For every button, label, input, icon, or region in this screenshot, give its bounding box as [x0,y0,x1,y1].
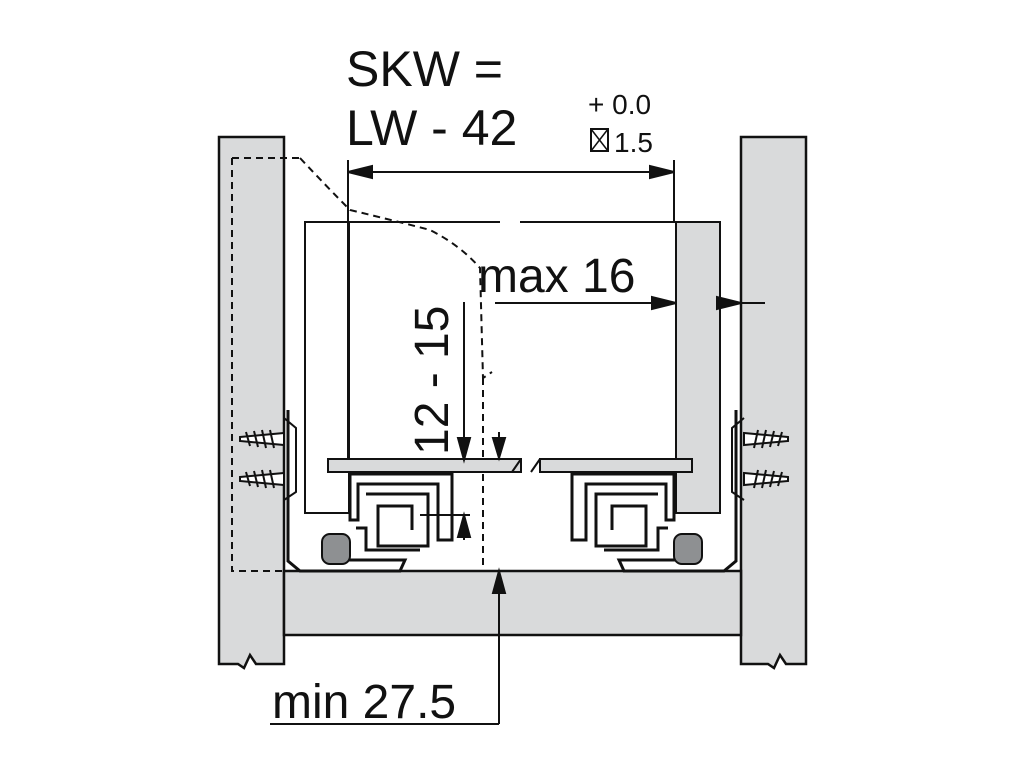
left-runner-profile [286,410,454,573]
drawer-bottom-plate [327,458,693,473]
left-cabinet-panel [217,135,286,670]
right-screw-icon [731,417,789,501]
max-clearance-label: max 16 [478,250,635,303]
left-screw-icon [239,417,297,501]
tolerance-lower: 1.5 [614,127,653,158]
tolerance-upper: + 0.0 [588,89,651,120]
right-runner-profile [570,410,738,573]
right-cabinet-panel [739,135,808,670]
formula-line2: LW - 42 [346,100,517,156]
height-range-label: 12 - 15 [406,306,459,455]
min-depth-dimension-line [270,432,507,725]
right-roller-icon [673,533,703,565]
minus-box-icon [590,128,609,152]
min-depth-label: min 27.5 [272,676,456,729]
formula-line1: SKW = [346,41,503,97]
max16-dimension-line [495,295,765,311]
cabinet-bottom-panel [282,569,743,637]
left-roller-icon [321,533,351,565]
skw-dimension-line [347,160,675,460]
height-dimension-line [420,302,472,540]
